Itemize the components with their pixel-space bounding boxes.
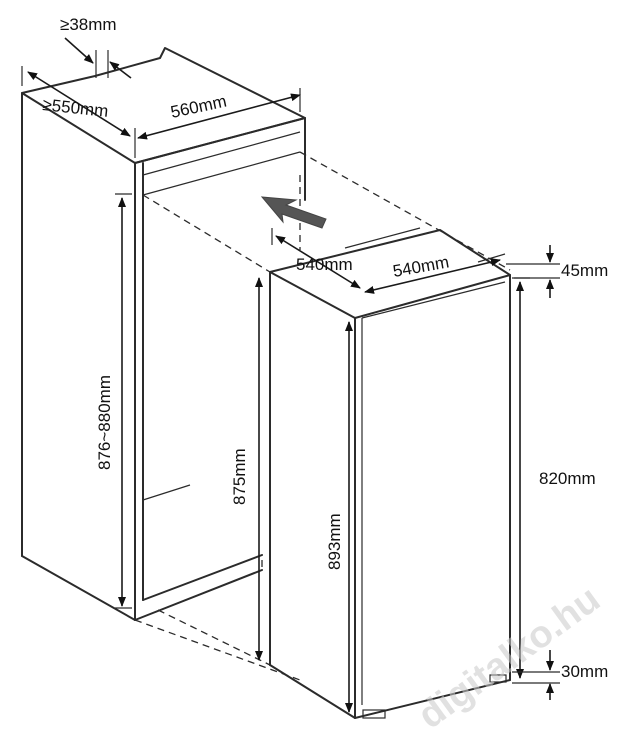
appliance-front-height-label: 893mm — [325, 513, 344, 570]
niche-height-label: 876~880mm — [95, 375, 114, 470]
appliance-depth-label: 540mm — [296, 255, 353, 274]
insertion-arrow-icon — [260, 196, 327, 229]
dimension-lines — [21, 37, 560, 713]
top-clearance-label: 45mm — [561, 261, 608, 280]
cabinet-niche — [21, 47, 306, 621]
niche-width-label: 560mm — [169, 92, 228, 122]
appliance-side-height-label: 875mm — [230, 448, 249, 505]
projection-lines — [134, 151, 511, 681]
bottom-clearance-label: 30mm — [561, 662, 608, 681]
appliance-width-label: 540mm — [391, 252, 450, 281]
door-height-label: 820mm — [539, 469, 596, 488]
appliance-body — [269, 229, 511, 719]
min-rear-gap-label: ≥38mm — [60, 15, 117, 34]
min-depth-label: ≥550mm — [42, 95, 110, 121]
